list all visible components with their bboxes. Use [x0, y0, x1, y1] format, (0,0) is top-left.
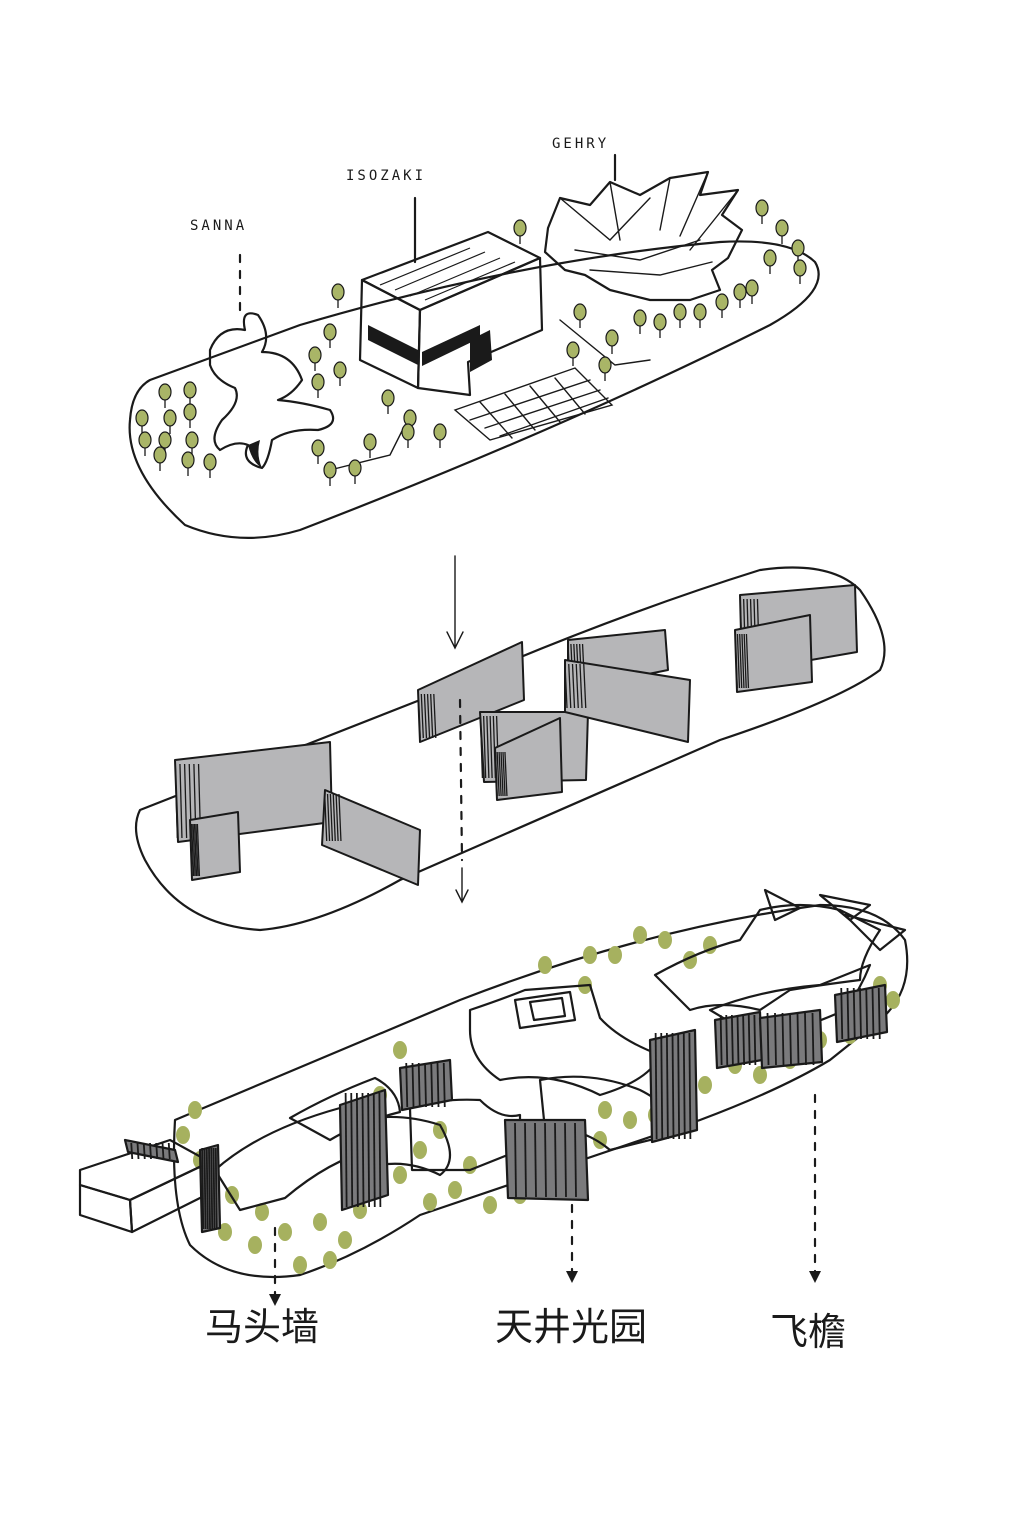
tree-dot — [248, 1236, 262, 1254]
tree-icon — [159, 384, 171, 400]
tree-icon — [794, 260, 806, 276]
tree-dot — [886, 991, 900, 1009]
tree-dot — [413, 1141, 427, 1159]
tree-icon — [574, 304, 586, 320]
middle-layer-walls — [136, 568, 885, 931]
tree-icon — [404, 410, 416, 426]
caption-horse-head-wall: 马头墙 — [205, 1305, 319, 1349]
tree-dot — [658, 931, 672, 949]
tree-dot — [176, 1126, 190, 1144]
tree-dot — [448, 1181, 462, 1199]
label-gehry: GEHRY — [552, 136, 609, 152]
tree-icon — [634, 310, 646, 326]
tree-dot — [483, 1196, 497, 1214]
tree-icon — [364, 434, 376, 450]
tree-icon — [139, 432, 151, 448]
isozaki-box-building — [360, 232, 542, 395]
tree-dot — [538, 956, 552, 974]
tree-dot — [338, 1231, 352, 1249]
tree-icon — [716, 294, 728, 310]
gehry-sculpted-building — [545, 172, 742, 300]
tree-icon — [756, 200, 768, 216]
tree-dot — [608, 946, 622, 964]
tree-dot — [598, 1101, 612, 1119]
tree-icon — [792, 240, 804, 256]
tree-icon — [186, 432, 198, 448]
tree-icon — [434, 424, 446, 440]
tree-icon — [654, 314, 666, 330]
tree-icon — [324, 324, 336, 340]
tree-icon — [154, 447, 166, 463]
label-sanaa: SANNA — [190, 218, 247, 234]
caption-courtyard-light: 天井光园 — [495, 1305, 647, 1349]
bottom-wall-group — [125, 985, 887, 1232]
tree-icon — [312, 440, 324, 456]
tree-icon — [312, 374, 324, 390]
tree-icon — [184, 382, 196, 398]
leader-arrow-center — [566, 1271, 578, 1283]
tree-dot — [698, 1076, 712, 1094]
tree-dot — [393, 1166, 407, 1184]
tree-icon — [204, 454, 216, 470]
tree-dot — [393, 1041, 407, 1059]
tree-icon — [599, 357, 611, 373]
tree-icon — [764, 250, 776, 266]
tree-icon — [514, 220, 526, 236]
tree-icon — [674, 304, 686, 320]
tree-icon — [402, 424, 414, 440]
sanaa-blob-shadow — [248, 440, 262, 468]
tree-icon — [136, 410, 148, 426]
down-arrow-2 — [456, 868, 468, 902]
tree-dot — [463, 1156, 477, 1174]
tree-icon — [567, 342, 579, 358]
tree-icon — [349, 460, 361, 476]
leader-arrow-right — [809, 1271, 821, 1283]
caption-flying-eaves: 飞檐 — [770, 1310, 846, 1354]
tree-icon — [776, 220, 788, 236]
tree-icon — [334, 362, 346, 378]
paving-grid — [455, 368, 612, 440]
tree-dot — [278, 1223, 292, 1241]
label-isozaki: ISOZAKI — [346, 168, 426, 184]
tree-dot — [423, 1193, 437, 1211]
top-layer-site: SANNA ISOZAKI GEHRY — [130, 136, 819, 538]
tree-dots — [176, 926, 900, 1274]
tree-icon — [606, 330, 618, 346]
tree-dot — [623, 1111, 637, 1129]
tree-icon — [694, 304, 706, 320]
tree-icon — [182, 452, 194, 468]
tree-dot — [633, 926, 647, 944]
tree-icon — [324, 462, 336, 478]
down-arrow-1 — [447, 556, 463, 648]
tree-icon — [746, 280, 758, 296]
wall-group — [175, 585, 857, 885]
tree-dot — [293, 1256, 307, 1274]
tree-icon — [382, 390, 394, 406]
tree-icon — [184, 404, 196, 420]
tree-dot — [323, 1251, 337, 1269]
tree-dot — [188, 1101, 202, 1119]
tree-icon — [309, 347, 321, 363]
tree-icon — [164, 410, 176, 426]
tree-icon — [332, 284, 344, 300]
tree-dot — [583, 946, 597, 964]
tree-icon — [734, 284, 746, 300]
bottom-layer-scheme: 马头墙 天井光园 飞檐 — [80, 890, 907, 1354]
tree-icon — [159, 432, 171, 448]
tree-dot — [313, 1213, 327, 1231]
